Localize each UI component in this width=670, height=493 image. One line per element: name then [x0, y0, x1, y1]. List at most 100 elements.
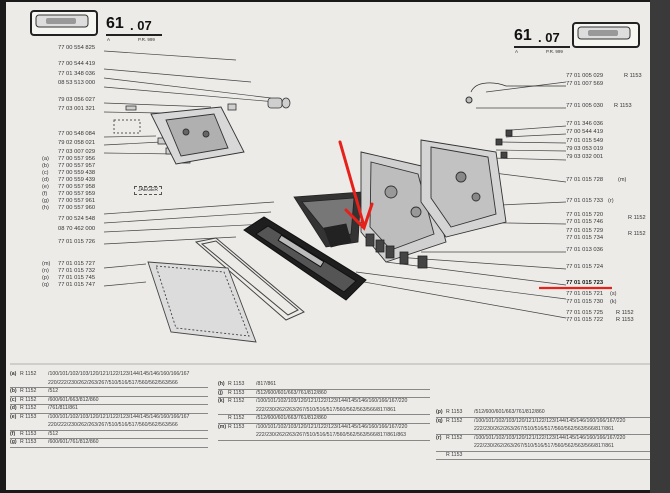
- right-note: R 1152: [628, 215, 646, 221]
- left-part-number: 77 00 557 959: [58, 191, 96, 197]
- right-note: (r): [608, 198, 614, 204]
- left-letter: (q): [42, 282, 49, 288]
- table-row: [10, 396, 208, 405]
- row-codes: 222/230/262/263/267/510/516/517/560/562/…: [474, 426, 614, 432]
- table-row: [10, 430, 208, 439]
- table-row: [218, 397, 430, 415]
- row-codes: 220/222/230/262/263/267/510/516/517/560/…: [48, 379, 178, 386]
- row-tag: (a): [10, 371, 17, 377]
- row-codes: /100/101/102/103/120/121/122/123/144/145…: [256, 398, 408, 404]
- left-part-number: 77 00 544 419: [58, 61, 96, 67]
- left-letter: (m): [42, 261, 51, 267]
- right-part-number: 77 01 005 029: [566, 73, 604, 79]
- row-codes: /512/600/601/663/761/812/860: [474, 409, 545, 415]
- left-letter: (a): [42, 156, 49, 162]
- row-ref: R 1153: [20, 413, 37, 420]
- row-codes: 222/230/262/263/267/510/516/517/560/562/…: [256, 406, 396, 413]
- right-part-number: 77 01 015 723: [566, 280, 604, 286]
- table-row: [218, 423, 430, 441]
- left-part-number: 77 01 348 036: [58, 71, 96, 77]
- row-tag: (d): [10, 405, 17, 411]
- catalog-page: 61 . 07 A P.R. 999 61 . 07 A P.R. 999: [6, 2, 656, 490]
- row-tag: (f): [10, 430, 16, 437]
- table-row: [436, 451, 650, 460]
- row-codes: /100/101/102/103/120/121/122/123/144/145…: [48, 413, 190, 420]
- right-part-number: 77 01 015 734: [566, 235, 604, 241]
- left-letter: (p): [42, 275, 49, 281]
- right-part-number: 77 01 015 730: [566, 299, 604, 305]
- right-note: (m): [618, 177, 627, 183]
- right-part-number: 77 00 544 419: [566, 129, 604, 135]
- right-part-number: 77 01 015 724: [566, 264, 604, 270]
- row-ref: R 1152: [446, 417, 463, 424]
- left-part-number: 77 00 554 825: [58, 45, 96, 51]
- left-part-number: 77 00 557 958: [58, 184, 96, 190]
- header-right-small-right: P.R. 999: [546, 49, 563, 54]
- left-letter: (c): [42, 170, 49, 176]
- row-tag: (r): [436, 434, 442, 441]
- row-ref: R 1152: [20, 371, 37, 377]
- table-row: [10, 404, 208, 414]
- row-tag: (p): [436, 409, 443, 415]
- header-right-small-left: A: [515, 49, 519, 54]
- row-ref: R 1152: [20, 396, 37, 403]
- left-part-number: 77 00 559 438: [58, 170, 96, 176]
- row-tag: (k): [218, 398, 225, 404]
- row-codes: 222/230/262/263/267/510/516/517/560/562/…: [256, 432, 407, 438]
- right-part-number: 79 03 032 001: [566, 154, 604, 160]
- right-part-number: 77 01 015 733: [566, 198, 604, 204]
- row-ref: R 1153: [446, 409, 463, 415]
- right-note: R 1153: [614, 103, 632, 109]
- row-codes: 220/222/230/262/263/267/510/516/517/560/…: [48, 422, 178, 428]
- table-row: [436, 417, 650, 435]
- row-ref: R 1152: [446, 434, 463, 441]
- left-part-number: 08 70 462 000: [58, 226, 96, 232]
- row-codes: /512/600/601/663/761/812/860: [256, 389, 327, 396]
- right-note: R 1153: [624, 73, 642, 79]
- header-left-small-right: P.R. 999: [138, 37, 155, 42]
- table-row: [436, 408, 650, 418]
- left-part-number: 79 02 058 021: [58, 140, 96, 146]
- left-part-number: 77 01 015 747: [58, 282, 96, 288]
- row-codes: /817/861: [256, 381, 277, 387]
- header-left-page-number: 61: [106, 15, 124, 32]
- table-row: [10, 413, 208, 431]
- row-ref: R 1152: [20, 405, 37, 411]
- left-part-number: 77 01 015 745: [58, 275, 96, 281]
- row-ref: R 1153: [228, 423, 245, 430]
- row-tag: (q): [436, 417, 443, 424]
- row-tag: (e): [10, 413, 17, 420]
- header-right-page-number: 61: [514, 27, 532, 44]
- row-ref: R 1152: [228, 415, 245, 421]
- left-letter: (b): [42, 163, 49, 169]
- row-codes: /512/600/601/663/761/812/860: [256, 415, 327, 421]
- right-part-number: 77 01 015 746: [566, 219, 604, 225]
- exploded-parts-drawing: [10, 50, 652, 365]
- left-part-number: 77 03 007 029: [58, 149, 96, 155]
- header-right-page-suffix: . 07: [538, 30, 560, 45]
- right-note: (k): [610, 299, 617, 305]
- left-letter: (d): [42, 177, 49, 183]
- row-codes: /100/101/102/103/120/121/122/123/144/145…: [474, 434, 626, 441]
- right-part-number: 77 01 015 728: [566, 177, 604, 183]
- row-codes: /600/601/761/812/860: [48, 439, 99, 445]
- row-ref: R 1152: [20, 388, 37, 394]
- right-note: R 1153: [616, 317, 634, 323]
- row-codes: /100/101/102/103/120/121/122/123/144/145…: [48, 371, 190, 377]
- row-ref: R 1153: [446, 451, 463, 458]
- row-codes: /100/101/102/103/120/121/122/123/144/145…: [474, 417, 626, 424]
- row-codes: /512: [48, 430, 59, 437]
- left-part-number: 77 00 557 956: [58, 156, 96, 162]
- left-letter: (e): [42, 184, 49, 190]
- header-right-underline: [514, 46, 570, 48]
- row-codes: /512: [48, 388, 59, 394]
- right-part-number: 77 01 015 549: [566, 138, 604, 144]
- right-part-number: 77 01 015 720: [566, 212, 604, 218]
- left-part-number: 77 00 524 548: [58, 216, 96, 222]
- left-part-number: 77 00 557 960: [58, 205, 96, 211]
- left-part-number: 77 01 015 727: [58, 261, 96, 267]
- left-part-number: 77 00 548 084: [58, 131, 96, 137]
- left-part-number: 77 00 559 439: [58, 177, 96, 183]
- right-part-number: 79 03 053 019: [566, 146, 604, 152]
- header-left-logo: [35, 14, 89, 28]
